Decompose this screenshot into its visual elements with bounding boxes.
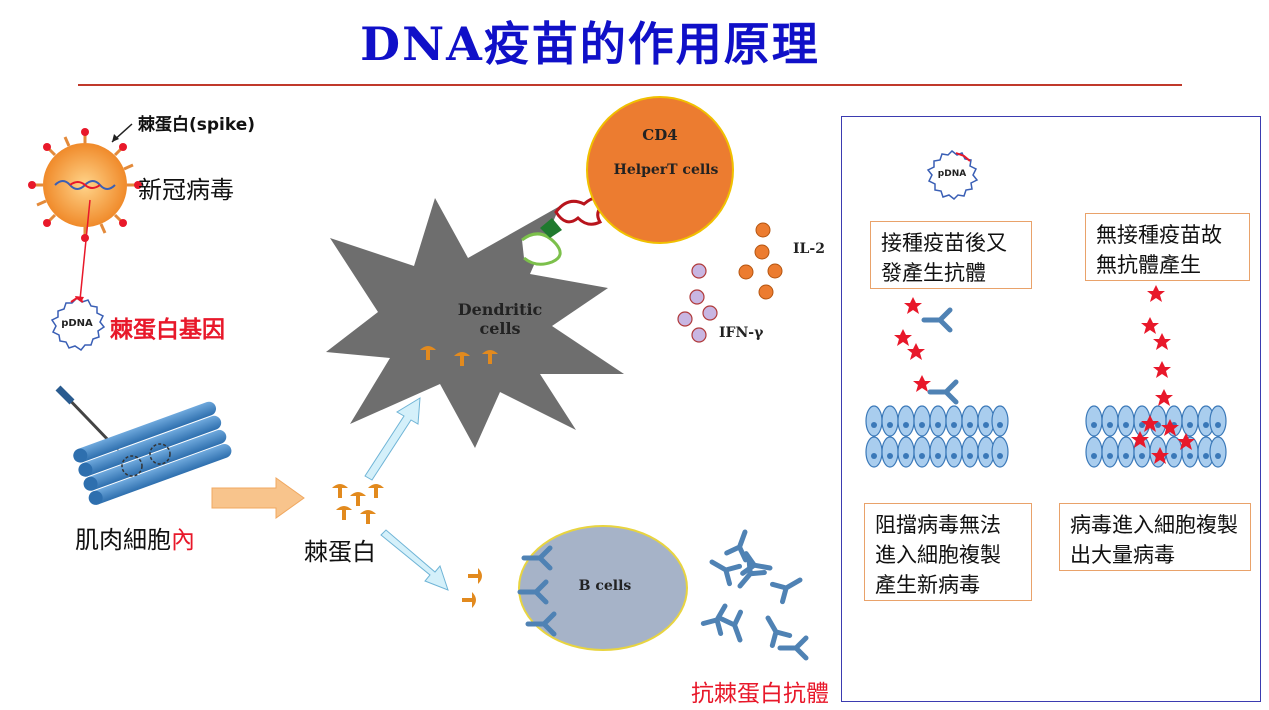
b-cell (518, 525, 688, 651)
dendritic-cell-label: Dendritic cells (457, 300, 543, 338)
il2-label: IL-2 (793, 241, 825, 257)
expression-arrow (211, 477, 305, 519)
helper-cell-label: HelperT cells (613, 162, 719, 178)
antigen-fragment (540, 218, 562, 238)
page-title: DNA疫苗的作用原理 (360, 17, 820, 71)
pdna-label-panel: pDNA (937, 169, 967, 179)
pdna-plasmid-panel (926, 149, 979, 201)
spike-protein-cluster (332, 484, 384, 524)
pdna-label-left: pDNA (61, 318, 93, 329)
muscle-cell-label: 肌肉細胞內 (75, 520, 195, 555)
arrow-to-bcells (380, 529, 449, 591)
arrow-to-dendritic (364, 397, 421, 481)
title-divider (78, 84, 1182, 86)
il2-cytokines (738, 222, 783, 300)
comparison-panel (841, 116, 1261, 702)
antibody-label: 抗棘蛋白抗體 (691, 681, 829, 707)
b-cells-label: B cells (578, 578, 632, 594)
unvaccinated-result-box: 病毒進入細胞複製出大量病毒 (1059, 503, 1251, 571)
vaccinated-box: 接種疫苗後又發產生抗體 (870, 221, 1032, 289)
cd4-label: CD4 (642, 126, 678, 144)
gene-label: 棘蛋白基因 (110, 317, 225, 343)
cd4-helper-cell (586, 96, 734, 244)
unvaccinated-box: 無接種疫苗故無抗體產生 (1085, 213, 1250, 281)
dendritic-cell-shape (326, 198, 624, 448)
ifn-gamma-cytokines (677, 263, 718, 343)
ifn-gamma-label: IFN-γ (719, 325, 764, 341)
muscle-fiber-bundle (73, 401, 232, 505)
tcr-receptor (554, 196, 606, 226)
free-antibodies (703, 529, 806, 658)
spike-protein-label: 棘蛋白 (304, 538, 376, 566)
b-cell-antigens (462, 568, 482, 608)
muscle-cell-label-main: 肌肉細胞 (75, 526, 171, 554)
coronavirus-graphic (28, 128, 142, 242)
virus-to-gene-arrow (79, 199, 91, 301)
spike-label: 棘蛋白(spike) (138, 115, 256, 135)
muscle-cell-label-suffix: 內 (171, 526, 195, 554)
mhc-complex (521, 232, 562, 266)
virus-label: 新冠病毒 (138, 176, 234, 204)
pdna-plasmid-left (50, 296, 106, 352)
vaccinated-result-box: 阻擋病毒無法進入細胞複製產生新病毒 (864, 503, 1032, 601)
